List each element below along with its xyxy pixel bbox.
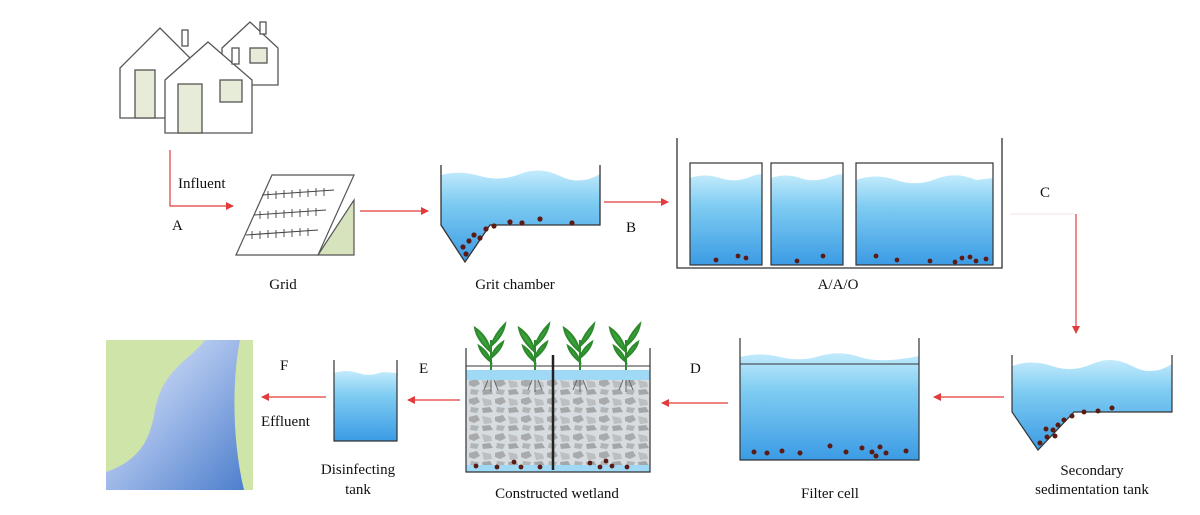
effluent-label: Effluent: [261, 414, 311, 430]
aao-reactor: [676, 138, 1003, 269]
flow-letter-e: E: [419, 361, 428, 377]
aao-label: A/A/O: [818, 277, 859, 293]
grit-sludge-particles: [460, 216, 575, 257]
wetland-label: Constructed wetland: [495, 486, 619, 502]
grid-label: Grid: [269, 277, 297, 293]
influent-flow-arrow: [169, 150, 234, 210]
influent-label: Influent: [178, 176, 226, 192]
grid-screen-icon: [235, 174, 355, 256]
constructed-wetland: [465, 321, 651, 473]
filter-cell: [739, 338, 920, 461]
plant-icon: [473, 321, 642, 392]
disinfecting-tank: [333, 360, 398, 442]
flow-letter-b: B: [626, 220, 636, 236]
houses-icon: [119, 21, 279, 134]
secondary-label-line1: Secondary: [1060, 463, 1124, 479]
disinfect-label-line1: Disinfecting: [321, 462, 396, 478]
disinfect-label-line2: tank: [345, 482, 371, 498]
flow-letter-a: A: [172, 218, 183, 234]
grit-chamber: [440, 165, 601, 264]
filter-cell-label: Filter cell: [801, 486, 859, 502]
flow-letter-d: D: [690, 361, 701, 377]
grit-chamber-label: Grit chamber: [475, 277, 555, 293]
secondary-sedimentation-tank: [1011, 355, 1173, 451]
secondary-label-line2: sedimentation tank: [1035, 482, 1149, 498]
receiving-water-icon: [106, 340, 253, 490]
flow-letter-f: F: [280, 358, 288, 374]
flow-letter-c: C: [1040, 185, 1050, 201]
